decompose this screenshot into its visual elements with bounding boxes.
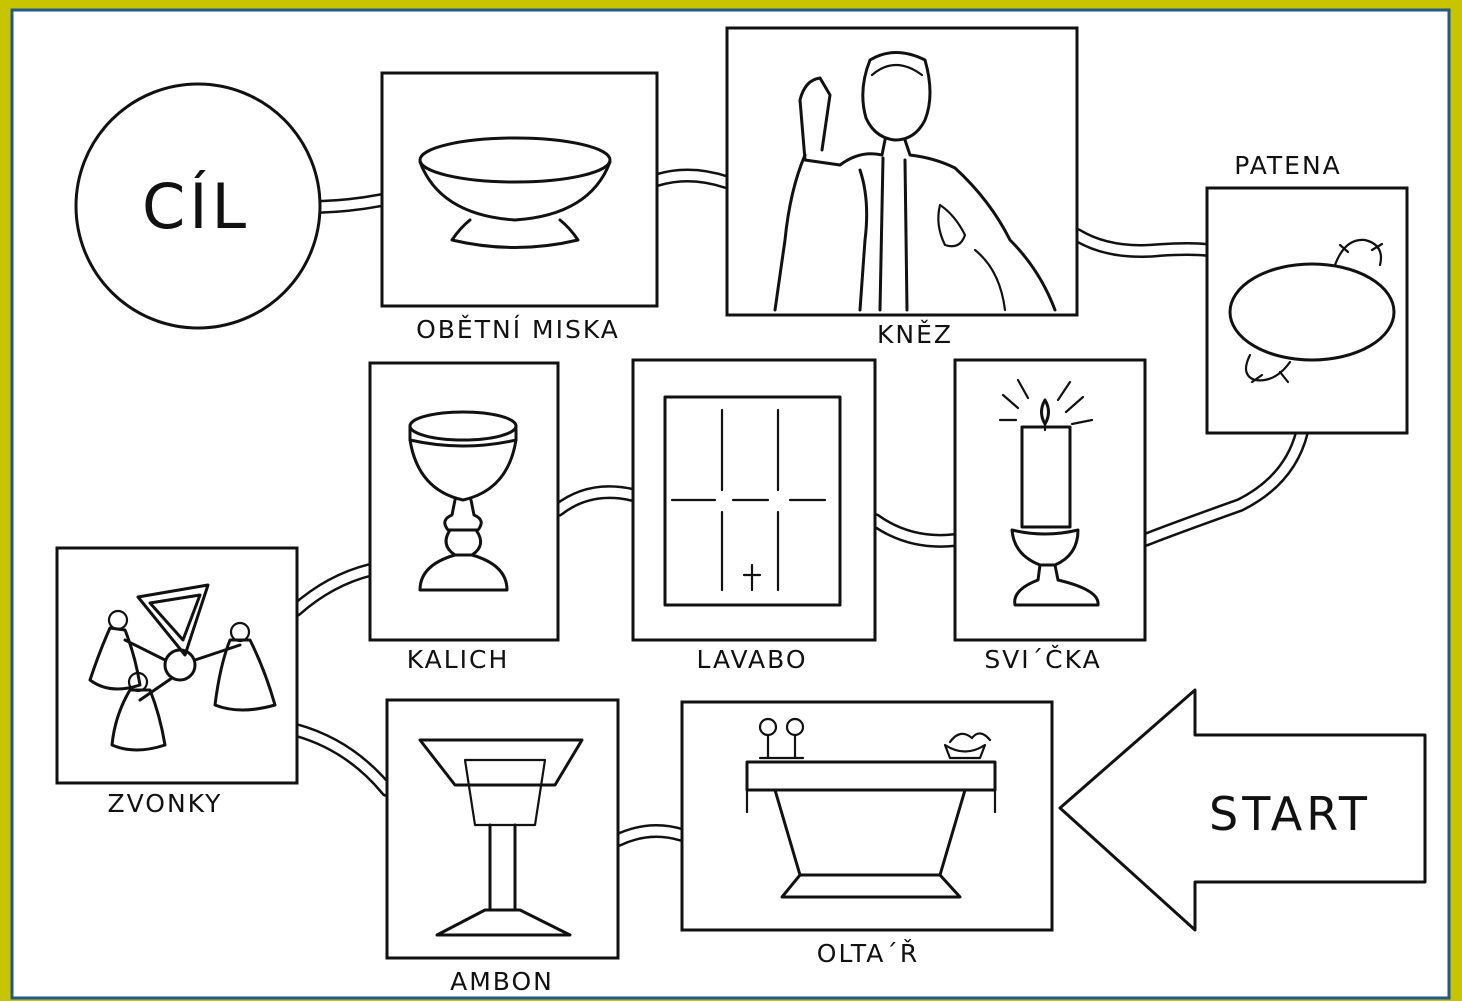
- station-patena: PATENA: [1205, 151, 1409, 435]
- towel-icon: [663, 395, 842, 607]
- station-label: KALICH: [407, 645, 510, 674]
- goal-label: CÍL: [142, 170, 250, 243]
- station-kalich: KALICH: [368, 361, 560, 674]
- station-oltar: OLTA´Ř: [680, 700, 1054, 968]
- connecting-path: [289, 168, 1309, 847]
- station-lavabo: LAVABO: [631, 358, 877, 674]
- station-ambon: AMBON: [385, 698, 620, 996]
- station-label: OBĚTNÍ MISKA: [416, 315, 620, 344]
- paten-icon: [1228, 238, 1396, 384]
- goal-circle: CÍL: [74, 82, 322, 330]
- chalice-icon: [408, 410, 518, 592]
- start-label: START: [1209, 787, 1371, 841]
- start-arrow: START: [1058, 688, 1427, 932]
- station-obetni-miska: OBĚTNÍ MISKA: [380, 71, 659, 344]
- station-label: SVI´ČKA: [984, 644, 1101, 674]
- lectern-icon: [418, 738, 584, 937]
- station-label: OLTA´Ř: [817, 939, 919, 968]
- station-knez: KNĚZ: [725, 26, 1079, 349]
- station-zvonky: ZVONKY: [55, 546, 299, 818]
- station-svicka: SVI´ČKA: [953, 358, 1147, 674]
- priest-icon: [773, 51, 1057, 312]
- altar-icon: [745, 717, 997, 899]
- station-label: AMBON: [450, 967, 554, 996]
- bowl-icon: [418, 136, 612, 249]
- station-label: ZVONKY: [108, 789, 223, 818]
- candle-icon: [998, 378, 1100, 607]
- bells-icon: [88, 583, 277, 752]
- station-label: PATENA: [1234, 151, 1342, 180]
- station-label: LAVABO: [697, 645, 808, 674]
- station-label: KNĚZ: [877, 320, 953, 349]
